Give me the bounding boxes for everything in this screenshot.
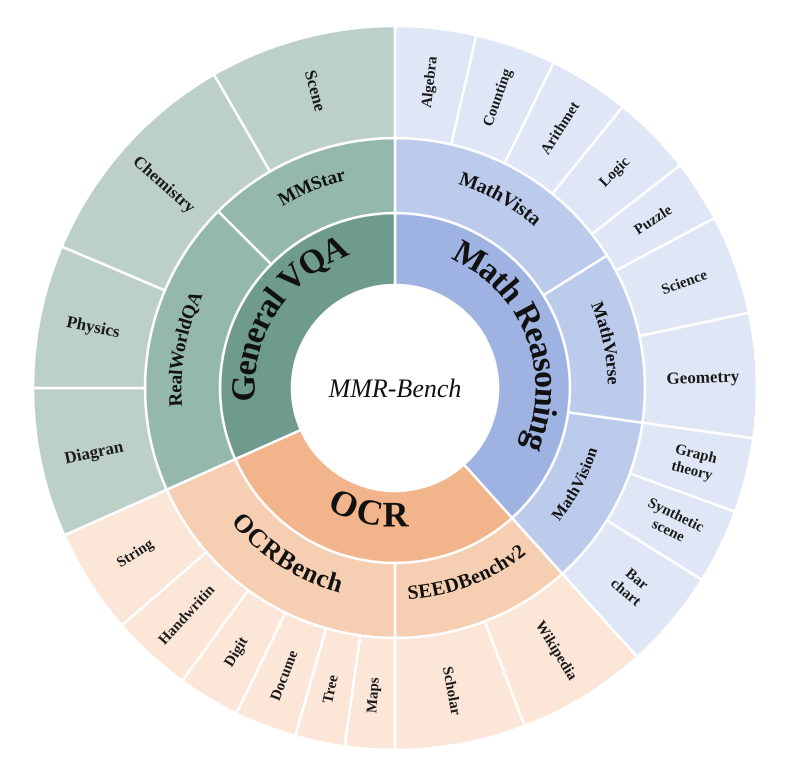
subcategory-label-maps: Maps [364,677,382,714]
subcategory-wedge-scene [212,24,397,174]
subcategory-label-algebra: Algebra [419,55,441,109]
subcategory-label-geometry: Geometry [666,366,740,388]
subcategory-label-tree: Tree [320,673,342,705]
center-label: MMR-Bench [328,374,462,403]
center-hole [292,285,498,491]
